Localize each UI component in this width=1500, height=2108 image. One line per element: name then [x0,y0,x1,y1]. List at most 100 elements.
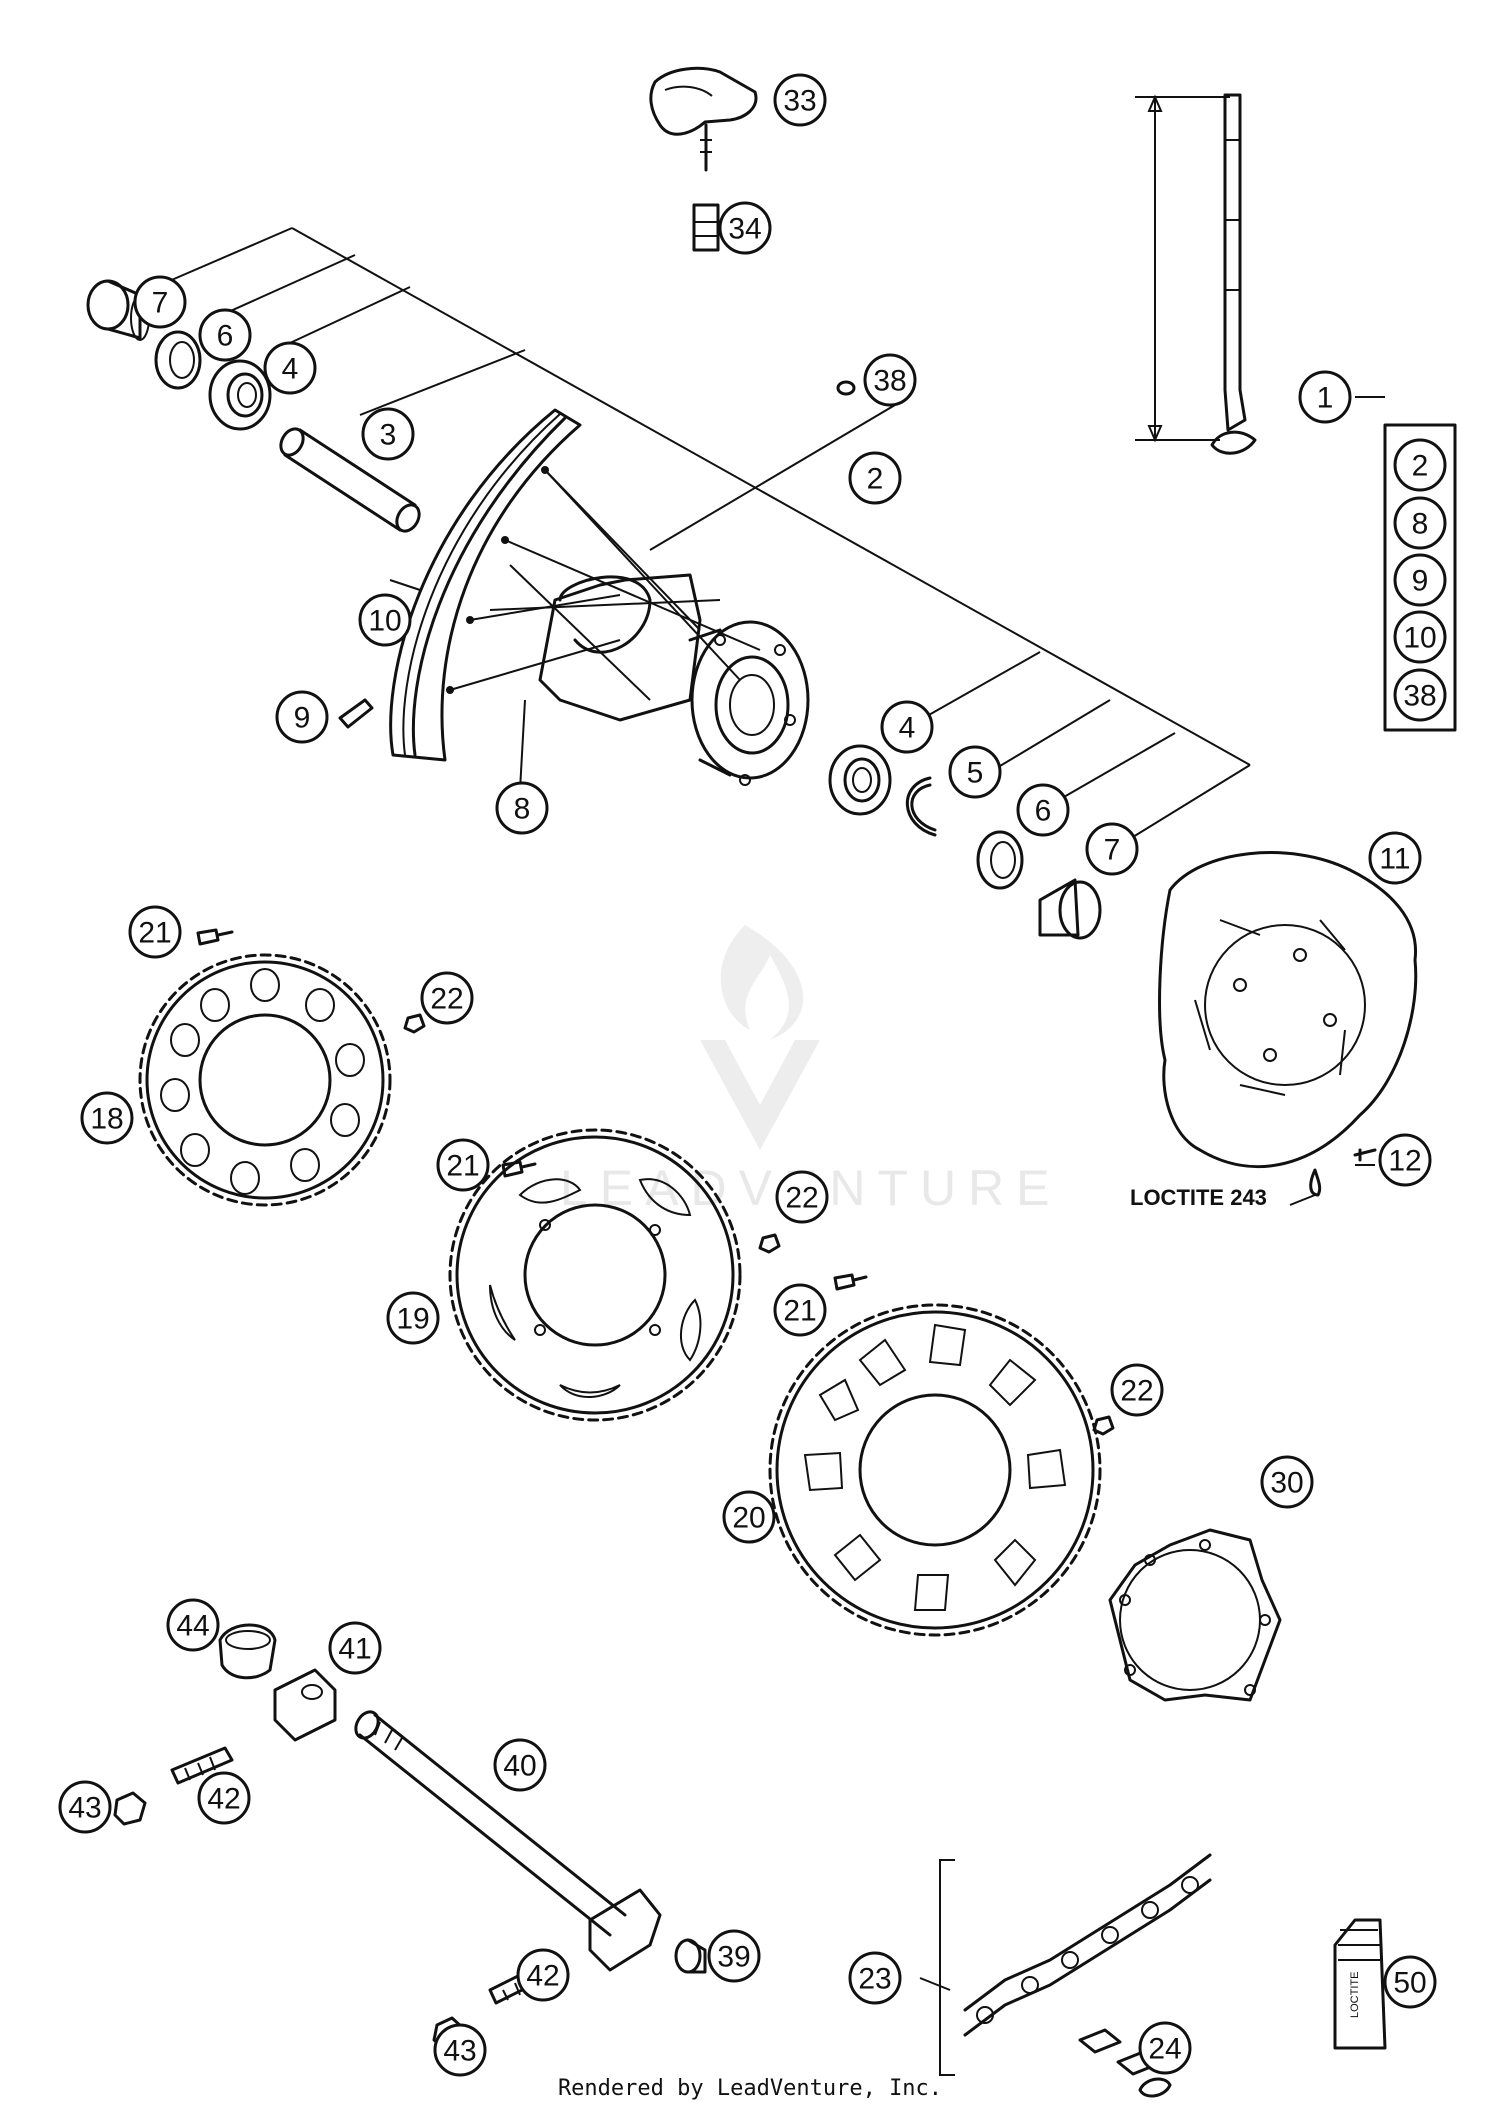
spokes-part [449,469,761,701]
callout-number: 1 [1317,382,1334,415]
callout-42: 42 [516,1948,570,2002]
sprocket-bolt-b [501,1160,537,1178]
kit-item-38: 38 [1393,668,1447,722]
callout-circle [420,971,474,1025]
callout-number: 8 [514,793,531,826]
callout-circle [863,353,917,407]
callout-21: 21 [773,1283,827,1337]
callout-43: 43 [433,2023,487,2077]
callout-number: 20 [732,1502,765,1535]
callout-21: 21 [128,905,182,959]
callout-44: 44 [166,1598,220,1652]
kit-item-8: 8 [1393,496,1447,550]
callout-circle [495,781,549,835]
callout-circle [166,1598,220,1652]
callout-24: 24 [1138,2021,1192,2075]
callout-50: 50 [1383,1955,1437,2009]
sprocket-20-part [768,1303,1102,1637]
chain-part [939,1853,1212,2076]
callout-circle [848,451,902,505]
kit-item-10: 10 [1393,610,1447,664]
callout-7: 7 [1085,822,1139,876]
callout-22: 22 [775,1170,829,1224]
callout-circle [773,1283,827,1337]
callout-number: 19 [396,1303,429,1336]
callout-number: 50 [1393,1967,1426,2000]
callout-6: 6 [1016,783,1070,837]
callout-number: 4 [899,712,916,745]
loctite-bottle-label: LOCTITE [1349,1972,1361,2018]
sprocket-nut-c [1092,1415,1115,1436]
disc-bolt-part [1309,1148,1377,1197]
callout-5: 5 [948,745,1002,799]
callout-number: 23 [858,1963,891,1996]
sprocket-19-part [448,1128,742,1422]
callout-6: 6 [198,308,252,362]
callout-number: 7 [1104,834,1121,867]
bearing-left-part [208,359,272,431]
nut-a-part [113,1791,147,1826]
callout-41: 41 [328,1621,382,1675]
callout-12: 12 [1378,1133,1432,1187]
callout-42: 42 [197,1771,251,1825]
axle-cap-part [674,1938,707,1974]
callout-18: 18 [80,1091,134,1145]
sprocket-nut-b [758,1233,781,1254]
callout-number: 11 [1379,843,1410,876]
callout-43: 43 [58,1780,112,1834]
sprocket-bolt-c [833,1273,868,1291]
callout-number: 33 [783,85,816,118]
callout-circle [516,1948,570,2002]
callout-circle [493,1738,547,1792]
brake-disc-part [1158,851,1418,1169]
callout-1: 1 [1298,370,1352,424]
axle-part [354,1710,662,1972]
callout-10: 10 [358,593,412,647]
callout-circle [198,308,252,362]
callout-circle [361,407,415,461]
callout-circle [1085,822,1139,876]
callout-number: 22 [1120,1375,1153,1408]
nipple-part [338,698,374,729]
callout-2: 2 [848,451,902,505]
callout-number: 39 [717,1941,750,1974]
callout-circle [718,201,772,255]
callout-circle [948,745,1002,799]
callout-number: 6 [217,320,234,353]
footer-credit: Rendered by LeadVenture, Inc. [558,2076,942,2101]
callout-leaders [919,1164,1375,1991]
valve-cap-part [649,66,758,172]
callout-circle [133,275,187,329]
callout-number: 42 [526,1960,559,1993]
callout-number: 41 [338,1633,371,1666]
callout-4: 4 [880,700,934,754]
callout-circle [263,341,317,395]
callout-number: 21 [446,1150,479,1183]
callout-number: 5 [967,757,984,790]
callout-circle [433,2023,487,2077]
callout-number: 12 [1388,1145,1421,1178]
callout-number: 4 [282,353,299,386]
kit-item-circle [1393,553,1447,607]
callout-number: 6 [1035,795,1052,828]
circlip-part [905,776,937,837]
callout-circle [436,1138,490,1192]
kit-item-number: 9 [1412,565,1429,598]
callout-number: 44 [176,1610,209,1643]
callout-circle [707,1929,761,1983]
kit-item-number: 8 [1412,508,1429,541]
kit-item-circle [1393,496,1447,550]
callout-circle [58,1780,112,1834]
loctite-bottle-part: LOCTITE [1333,1918,1387,2050]
callout-circle [1138,2021,1192,2075]
callout-number: 18 [90,1103,123,1136]
kit-item-9: 9 [1393,553,1447,607]
kit-item-number: 2 [1412,450,1429,483]
callout-number: 38 [873,365,906,398]
callout-number: 22 [430,983,463,1016]
sprocket-18-part [138,953,392,1207]
callout-circle [1260,1455,1314,1509]
callout-23: 23 [848,1951,902,2005]
